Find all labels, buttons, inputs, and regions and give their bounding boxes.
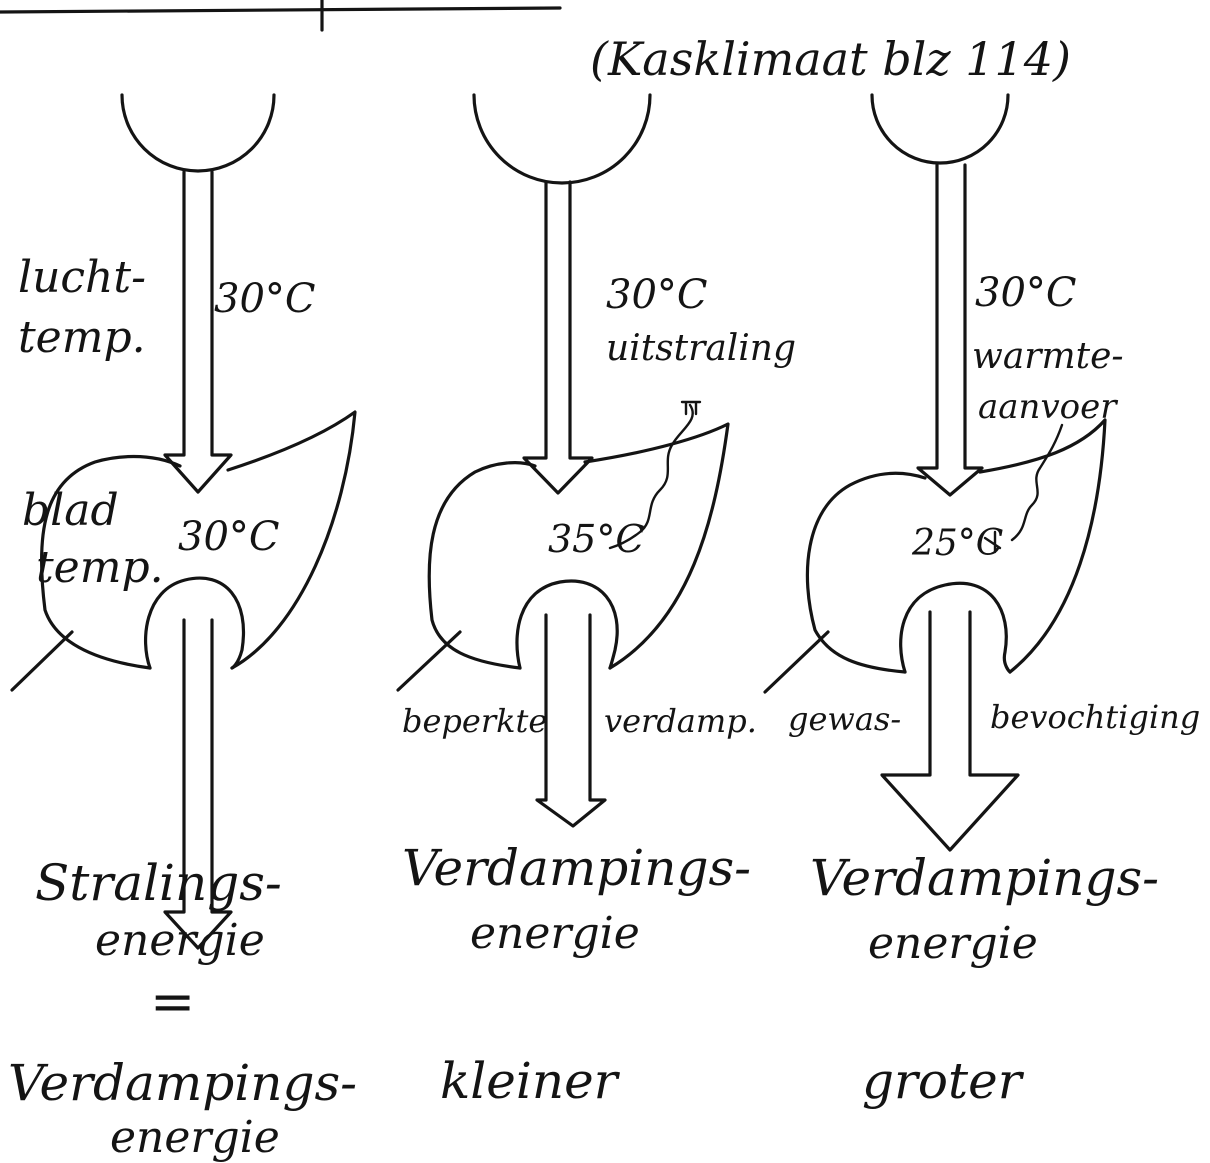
- panel-1-relation: =: [150, 970, 195, 1033]
- panel-2-leaf-temp: 35°C: [548, 517, 644, 561]
- panel-3-side-left: gewas-: [788, 700, 901, 738]
- panel-3-side-right: bevochtiging: [990, 698, 1200, 736]
- panel-2-air-temp: 30°C: [606, 272, 708, 318]
- panel-2-side-right: verdamp.: [604, 702, 757, 740]
- panel-1-result-line1: Stralings-: [35, 854, 282, 912]
- sun-arc-3: [872, 95, 1008, 163]
- panel-2-side-left: beperkte: [402, 702, 547, 740]
- panel-3-note-1: warmte-: [972, 336, 1124, 377]
- leaf-temp-label-line2: temp.: [36, 542, 164, 593]
- panel-1-leaf-temp: 30°C: [178, 514, 280, 560]
- panel-3-note-2: aanvoer: [978, 387, 1118, 427]
- leaf-notch-2: [517, 581, 617, 668]
- reference-note: (Kasklimaat blz 114): [590, 32, 1071, 86]
- panel-1-air-temp: 30°C: [214, 276, 316, 322]
- leaf-notch-3: [901, 583, 1010, 672]
- air-temp-label-line2: temp.: [18, 312, 146, 363]
- panel-3-result-line1: Verdampings-: [810, 849, 1159, 907]
- leaf-stem-3: [765, 632, 828, 692]
- panel-2: 30°C uitstraling 35°C beperkte verdamp.: [398, 95, 796, 826]
- panel-2-note-1: uitstraling: [606, 328, 796, 369]
- panel-3-air-temp: 30°C: [975, 270, 1077, 316]
- heat-supply-wave-3: [1012, 425, 1062, 540]
- sun-arc-2: [474, 95, 650, 183]
- header-underline: [0, 8, 560, 12]
- panel-3-result-line2: energie: [868, 918, 1038, 969]
- panel-3: 30°C warmte- aanvoer 25°C gewas- bevocht…: [765, 95, 1200, 850]
- panel-1-compare-line2: energie: [110, 1112, 280, 1163]
- panel-3-compare: groter: [862, 1052, 1025, 1110]
- panel-1-compare-line1: Verdampings-: [8, 1054, 357, 1112]
- incoming-arrow-1: [165, 172, 231, 492]
- leaf-stem-2: [398, 632, 460, 690]
- leaf-stem-1: [12, 632, 72, 690]
- sun-arc-1: [122, 95, 274, 171]
- panel-2-result-line1: Verdampings-: [402, 839, 751, 897]
- air-temp-label-line1: lucht-: [18, 252, 146, 303]
- panel-3-leaf-temp: 25°C: [911, 523, 1003, 564]
- panel-2-compare: kleiner: [440, 1052, 621, 1110]
- leaf-temp-label-line1: blad: [22, 485, 119, 536]
- panel-1-result-line2: energie: [95, 915, 265, 966]
- panel-2-result-line2: energie: [470, 908, 640, 959]
- incoming-arrow-2: [524, 182, 592, 493]
- incoming-arrow-3: [918, 165, 982, 495]
